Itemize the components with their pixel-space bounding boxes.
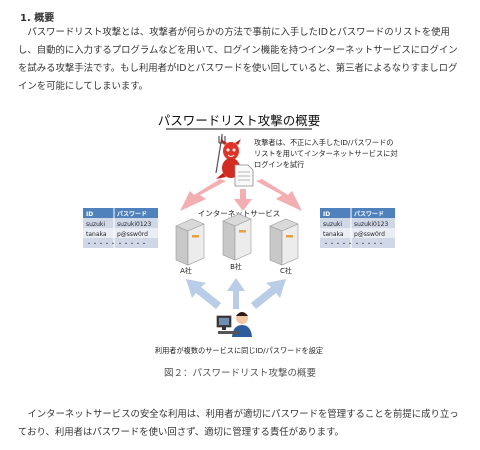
diagram-title: パスワードリスト攻撃の概要 (158, 113, 321, 128)
user-arrow-right (251, 279, 286, 309)
attack-arrow-left (180, 179, 226, 211)
server-a-icon (175, 218, 205, 266)
table-left-cell: ・・・・・ (86, 241, 116, 248)
table-right-cell: ・・・・・ (354, 241, 384, 248)
document-icon (234, 164, 254, 187)
server-a-label: A社 (180, 266, 192, 275)
attacker-note-line3: ログインを試行 (254, 160, 304, 169)
server-b-icon (222, 213, 252, 261)
table-left-cell: tanaka (86, 231, 107, 238)
user-note: 利用者が複数のサービスに同じID/パスワードを設定 (155, 346, 323, 355)
figure-caption: 図２：パスワードリスト攻撃の概要 (163, 368, 316, 379)
attack-arrow-center (234, 189, 252, 211)
section-heading: 1. 概要 (20, 13, 55, 24)
user-arrow-center (227, 278, 245, 309)
table-left-header-id: ID (86, 211, 93, 218)
server-c-label: C社 (280, 266, 292, 275)
table-left-cell: ・・・・・ (117, 241, 147, 248)
table-left-cell: suzuki0123 (117, 221, 151, 228)
table-right-header-id: ID (323, 211, 330, 218)
user-at-computer-icon (216, 312, 252, 337)
attack-arrow-right (256, 179, 302, 211)
user-arrow-left (186, 279, 221, 309)
attacker-note-line1: 攻撃者は、不正に入手したID/パスワードの (254, 138, 393, 147)
attack-diagram: パスワードリスト攻撃の概要 攻撃者は、不正に入手したID/パスワードの リストを… (80, 103, 398, 361)
server-b-label: B社 (230, 262, 242, 271)
table-left-cell: suzuki (86, 221, 105, 228)
table-right-cell: suzuki0123 (354, 221, 388, 228)
table-left-header-password: パスワード (117, 210, 147, 218)
closing-paragraph: インターネットサービスの安全な利用は、利用者が適切にパスワードを管理することを前… (18, 409, 459, 438)
table-right-cell: suzuki (323, 221, 342, 228)
table-right-cell: tanaka (323, 231, 344, 238)
table-right-header-password: パスワード (354, 210, 384, 218)
server-c-icon (269, 218, 299, 266)
attacker-note-line2: リストを用いてインターネットサービスに対し (254, 149, 398, 158)
table-right-cell: p@ssw0rd (354, 231, 385, 238)
services-label: インターネットサービス (198, 209, 281, 218)
id-password-table-left: ID パスワード suzuki suzuki0123 tanaka p@ssw0… (83, 208, 158, 248)
table-right-cell: ・・・・・ (323, 241, 353, 248)
table-left-cell: p@ssw0rd (117, 231, 148, 238)
id-password-table-right: ID パスワード suzuki suzuki0123 tanaka p@ssw0… (320, 208, 395, 248)
intro-paragraph: パスワードリスト攻撃とは、攻撃者が何らかの方法で事前に入手したIDとパスワードの… (18, 27, 458, 92)
